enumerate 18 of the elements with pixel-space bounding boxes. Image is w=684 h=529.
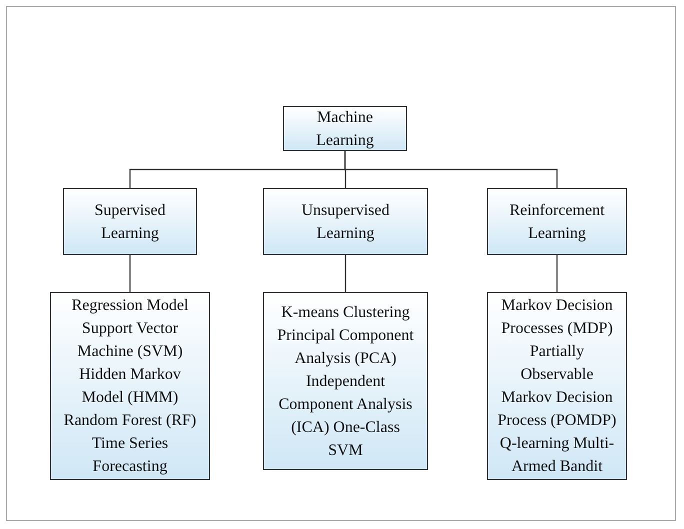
list-box (487, 292, 627, 480)
node-label: K-means Clustering Principal Component Analysis (PCA) Independent Component Analysis (ICA) One-Class SVM (276, 302, 415, 460)
category-box (487, 188, 627, 255)
node-label: Machine Learning (315, 108, 375, 150)
node-label: Unsupervised Learning (300, 200, 390, 244)
category-box (263, 188, 428, 255)
category-box (63, 188, 197, 255)
connector-line (344, 255, 346, 292)
connector-line (129, 255, 131, 292)
list-box (263, 292, 428, 470)
root-box (283, 106, 407, 151)
list-box (50, 292, 210, 480)
node-label: Regression Model Support Vector Machine (SVM) Hidden Markov Model (HMM) Random Forest (RF) Time Series Forecasting (62, 296, 198, 477)
node-label: Supervised Learning (93, 200, 167, 244)
node-label: Markov Decision Processes (MDP) Partially Observable Markov Decision Process (POMDP) Q-learning Multi-Armed Bandit (496, 296, 618, 477)
connector-line (556, 255, 558, 292)
node-label: Reinforcement Learning (508, 200, 606, 244)
connector-line (344, 151, 558, 188)
